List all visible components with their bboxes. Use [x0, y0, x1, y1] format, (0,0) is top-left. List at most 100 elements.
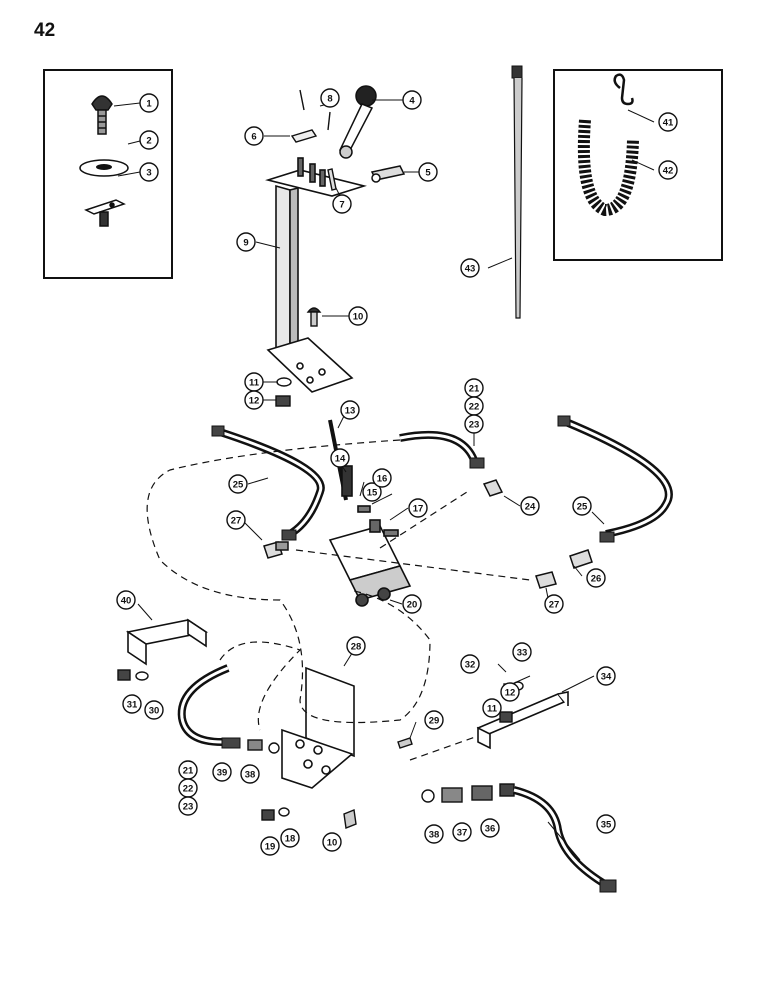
- callout-circle: [139, 162, 159, 182]
- nut-washer-part: [275, 377, 292, 407]
- callout-circle: [372, 468, 392, 488]
- bolt-part: [306, 307, 322, 327]
- callout-c22a: 22: [464, 396, 484, 416]
- callout-circle: [658, 160, 678, 180]
- callout-circle: [322, 832, 342, 852]
- callout-c3: 3: [139, 162, 159, 182]
- callout-circle: [452, 822, 472, 842]
- callout-c9: 9: [236, 232, 256, 252]
- callout-circle: [116, 590, 136, 610]
- callout-circle: [464, 414, 484, 434]
- nut-plate-part: [84, 199, 126, 227]
- callout-circle: [340, 400, 360, 420]
- mounting-bracket-part: [281, 666, 355, 789]
- callout-number: 38: [245, 770, 256, 781]
- callout-c25b: 25: [572, 496, 592, 516]
- callout-number: 16: [377, 474, 388, 485]
- callout-circle: [346, 636, 366, 656]
- routing-dashed-lines: [146, 439, 531, 761]
- callout-circle: [226, 510, 246, 530]
- callout-number: 24: [525, 502, 536, 513]
- callout-number: 3: [146, 168, 151, 179]
- callout-number: 20: [407, 600, 418, 611]
- callout-c24: 24: [520, 496, 540, 516]
- callout-c2: 2: [139, 130, 159, 150]
- callout-number: 25: [577, 502, 588, 513]
- callout-number: 12: [249, 396, 260, 407]
- callout-c6: 6: [244, 126, 264, 146]
- callout-number: 33: [517, 648, 528, 659]
- callout-number: 28: [351, 642, 362, 653]
- callout-circle: [482, 698, 502, 718]
- link-part: [370, 165, 406, 183]
- callout-number: 12: [505, 688, 516, 699]
- callout-number: 2: [146, 136, 151, 147]
- callout-circle: [512, 642, 532, 662]
- callout-number: 27: [231, 516, 242, 527]
- callout-c12b: 12: [500, 682, 520, 702]
- callout-c17: 17: [408, 498, 428, 518]
- callout-number: 11: [249, 378, 260, 389]
- callout-number: 1: [146, 99, 152, 110]
- callout-c11b: 11: [482, 698, 502, 718]
- callout-circle: [418, 162, 438, 182]
- adapter-fitting-upper: [482, 479, 504, 497]
- callout-number: 38: [429, 830, 440, 841]
- callout-circle: [330, 448, 350, 468]
- callout-c23b: 23: [178, 796, 198, 816]
- callout-c21a: 21: [464, 378, 484, 398]
- coil-spring-part: [577, 119, 639, 217]
- callout-number: 40: [121, 596, 132, 607]
- callout-circle: [480, 818, 500, 838]
- callout-number: 7: [339, 200, 344, 211]
- callout-number: 4: [409, 96, 415, 107]
- callout-circle: [332, 194, 352, 214]
- adapter-fitting-right: [569, 549, 593, 569]
- callout-c38b: 38: [240, 764, 260, 784]
- callout-circle: [122, 694, 142, 714]
- quick-coupler-assembly: [421, 783, 515, 803]
- callout-circle: [402, 594, 422, 614]
- callout-circle: [139, 130, 159, 150]
- callout-number: 32: [465, 660, 476, 671]
- callout-circle: [320, 88, 340, 108]
- s-hook-part: [613, 73, 634, 106]
- callout-circle: [424, 824, 444, 844]
- callout-number: 5: [425, 168, 431, 179]
- callout-c1: 1: [139, 93, 159, 113]
- callout-c19: 19: [260, 836, 280, 856]
- hose-35-part: [512, 786, 617, 893]
- callout-circle: [260, 836, 280, 856]
- callout-number: 42: [663, 166, 674, 177]
- hose-lower: [177, 664, 241, 749]
- callout-number: 26: [591, 574, 602, 585]
- control-valve-part: [328, 419, 412, 607]
- callout-circle: [236, 232, 256, 252]
- callout-circle: [402, 90, 422, 110]
- callout-number: 10: [353, 312, 364, 323]
- callout-circle: [212, 762, 232, 782]
- callout-number: 30: [149, 706, 160, 717]
- callout-number: 13: [345, 406, 356, 417]
- callout-circle: [139, 93, 159, 113]
- callout-circle: [348, 306, 368, 326]
- coupler-39-part: [247, 739, 280, 754]
- callout-circle: [408, 498, 428, 518]
- hose-upper: [399, 430, 485, 469]
- callout-c40: 40: [116, 590, 136, 610]
- callout-c38a: 38: [424, 824, 444, 844]
- callout-circle: [178, 796, 198, 816]
- callout-number: 10: [327, 838, 338, 849]
- callout-circle: [658, 112, 678, 132]
- callout-circle: [596, 666, 616, 686]
- callout-c29: 29: [424, 710, 444, 730]
- callout-number: 21: [469, 384, 480, 395]
- elbow-fitting-right: [535, 571, 557, 589]
- callout-number: 17: [413, 504, 424, 515]
- callout-number: 19: [265, 842, 276, 853]
- callout-circle: [362, 482, 382, 502]
- callout-number: 36: [485, 824, 496, 835]
- callout-number: 34: [601, 672, 612, 683]
